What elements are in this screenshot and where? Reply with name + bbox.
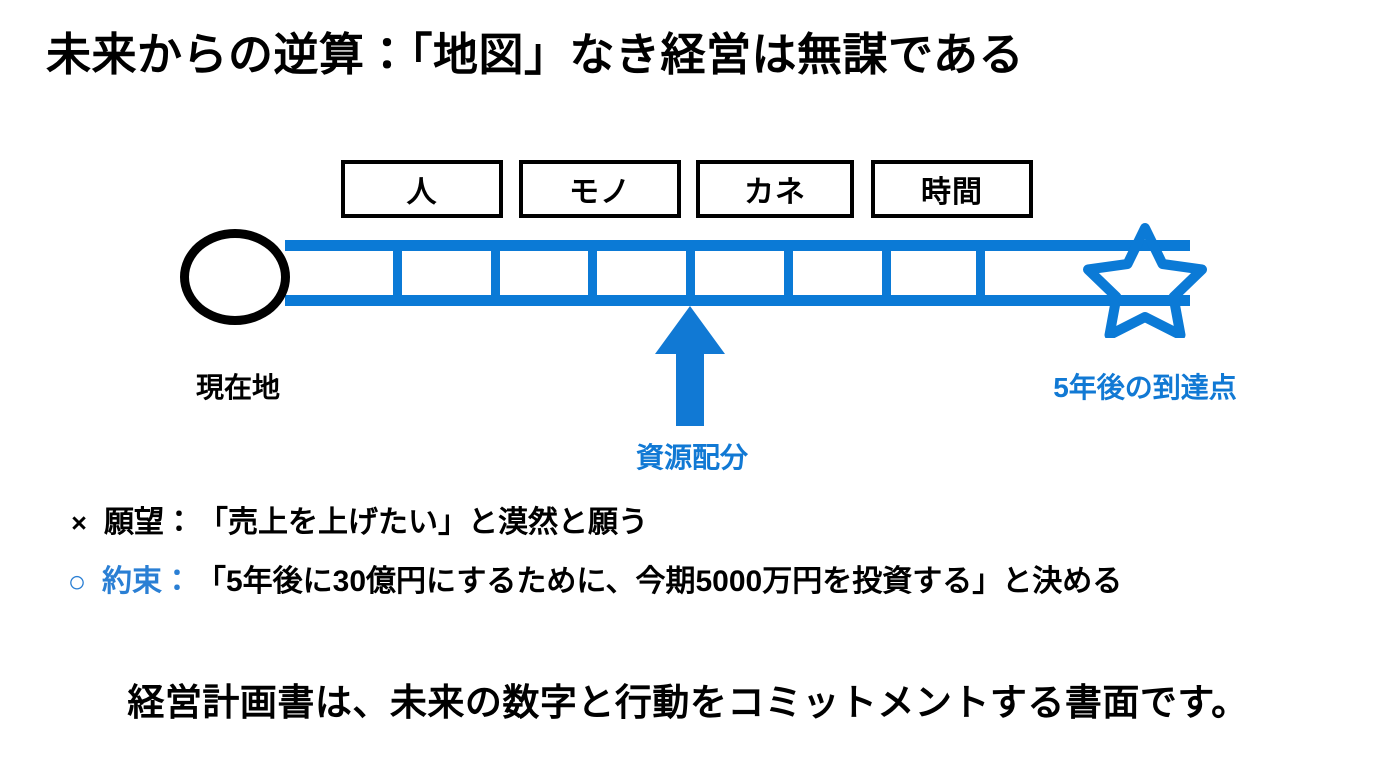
timeline-tick [784, 248, 793, 298]
resource-box-label: 時間 [921, 176, 983, 209]
bullet-wish-lead: 願望： [104, 506, 194, 539]
resource-allocation-arrow-up-icon [655, 306, 725, 426]
timeline-tick [686, 248, 695, 298]
circle-mark-icon: ○ [67, 564, 87, 599]
bullet-promise-lead: 約束： [102, 564, 192, 598]
resource-box-label: カネ [744, 176, 806, 209]
timeline-tick [393, 248, 402, 298]
timeline-tick [588, 248, 597, 298]
bullet-wish-text: 「売上を上げたい」と漠然と願う [198, 506, 648, 539]
resource-box-people: 人 [341, 160, 503, 218]
page-title: 未来からの逆算：「地図」なき経営は無謀である [46, 29, 1025, 80]
cross-mark-icon: × [71, 507, 87, 538]
goal-label: 5年後の到達点 [1053, 372, 1237, 403]
timeline-rail-bottom [285, 295, 1190, 306]
resource-box-time: 時間 [871, 160, 1033, 218]
timeline-tick [882, 248, 891, 298]
bullet-promise-text: 「5年後に30億円にするために、今期5000万円を投資する」と決める [196, 564, 1123, 598]
resource-box-label: 人 [406, 176, 438, 209]
resource-allocation-label: 資源配分 [635, 442, 748, 473]
goal-star-icon [1082, 222, 1208, 340]
timeline-tick [491, 248, 500, 298]
timeline-rail-top [285, 240, 1190, 251]
footer-statement: 経営計画書は、未来の数字と行動をコミットメントする書面です。 [127, 682, 1249, 723]
bullet-wish: × 願望： 「売上を上げたい」と漠然と願う [62, 508, 648, 538]
timeline-tick [976, 248, 985, 298]
resource-box-material: モノ [519, 160, 681, 218]
current-position-label: 現在地 [195, 372, 280, 403]
current-position-circle-icon [180, 229, 290, 325]
resource-box-label: モノ [569, 176, 631, 209]
resource-box-money: カネ [696, 160, 854, 218]
timeline-track [285, 240, 1190, 306]
bullet-promise: ○ 約束： 「5年後に30億円にするために、今期5000万円を投資する」と決める [60, 564, 1123, 599]
